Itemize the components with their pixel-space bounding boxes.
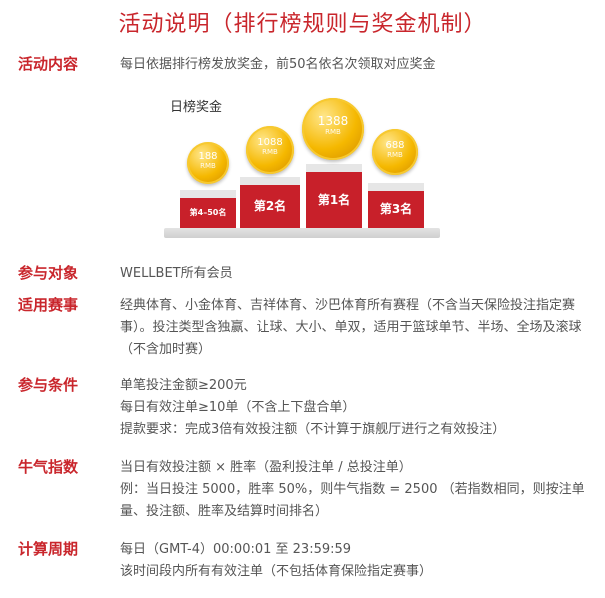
- section-label: 活动内容: [18, 55, 79, 73]
- text-line: 该时间段内所有有效注单（不包括体育保险指定赛事）: [120, 564, 433, 579]
- podium-base: [164, 228, 440, 238]
- text-line: 经典体育、小金体育、吉祥体育、沙巴体育所有赛程（不含当天保险投注指定赛事）。投注…: [120, 298, 582, 357]
- section-label: 牛气指数: [18, 458, 79, 476]
- text-line: 例：当日投注 5000，胜率 50%，则牛气指数 = 2500 （若指数相同，则…: [120, 482, 585, 519]
- podium-block-rank-3: 第3名: [368, 183, 424, 228]
- rank-label: 第2名: [253, 199, 287, 213]
- section-label: 计算周期: [18, 540, 79, 558]
- section-text: 单笔投注金额≥200元 每日有效注单≥10单（不含上下盘合单） 提款要求：完成3…: [120, 375, 590, 441]
- text-line: 单笔投注金额≥200元: [120, 378, 247, 393]
- section-text: 经典体育、小金体育、吉祥体育、沙巴体育所有赛程（不含当天保险投注指定赛事）。投注…: [120, 295, 590, 361]
- section-label: 参与条件: [18, 376, 79, 394]
- page-title: 活动说明（排行榜规则与奖金机制）: [118, 12, 487, 37]
- text-line: 每日有效注单≥10单（不含上下盘合单）: [120, 400, 356, 415]
- podium-block-rank-4-50: 第4–50名: [180, 190, 236, 228]
- daily-prize-heading: 日榜奖金: [170, 100, 223, 115]
- section-label: 参与对象: [18, 264, 79, 282]
- rank-label: 第4–50名: [189, 208, 227, 217]
- section-text: 当日有效投注额 × 胜率（盈利投注单 / 总投注单） 例：当日投注 5000，胜…: [120, 457, 590, 523]
- section-text: 每日依据排行榜发放奖金，前50名依名次领取对应奖金: [120, 54, 590, 76]
- text-line: 每日（GMT-4）00:00:01 至 23:59:59: [120, 542, 352, 557]
- section-text: WELLBET所有会员: [120, 263, 590, 285]
- section-text: 每日（GMT-4）00:00:01 至 23:59:59 该时间段内所有有效注单…: [120, 539, 590, 583]
- section-label: 适用赛事: [18, 296, 79, 314]
- rank-label: 第1名: [317, 193, 351, 207]
- podium-block-rank-1: 第1名: [306, 164, 362, 228]
- text-line: WELLBET所有会员: [120, 266, 233, 281]
- podium-block-rank-2: 第2名: [240, 177, 300, 228]
- text-line: 提款要求：完成3倍有效投注额（不计算于旗舰厅进行之有效投注）: [120, 422, 506, 437]
- rank-label: 第3名: [379, 202, 413, 216]
- text-line: 当日有效投注额 × 胜率（盈利投注单 / 总投注单）: [120, 460, 412, 475]
- text-line: 每日依据排行榜发放奖金，前50名依名次领取对应奖金: [120, 57, 436, 72]
